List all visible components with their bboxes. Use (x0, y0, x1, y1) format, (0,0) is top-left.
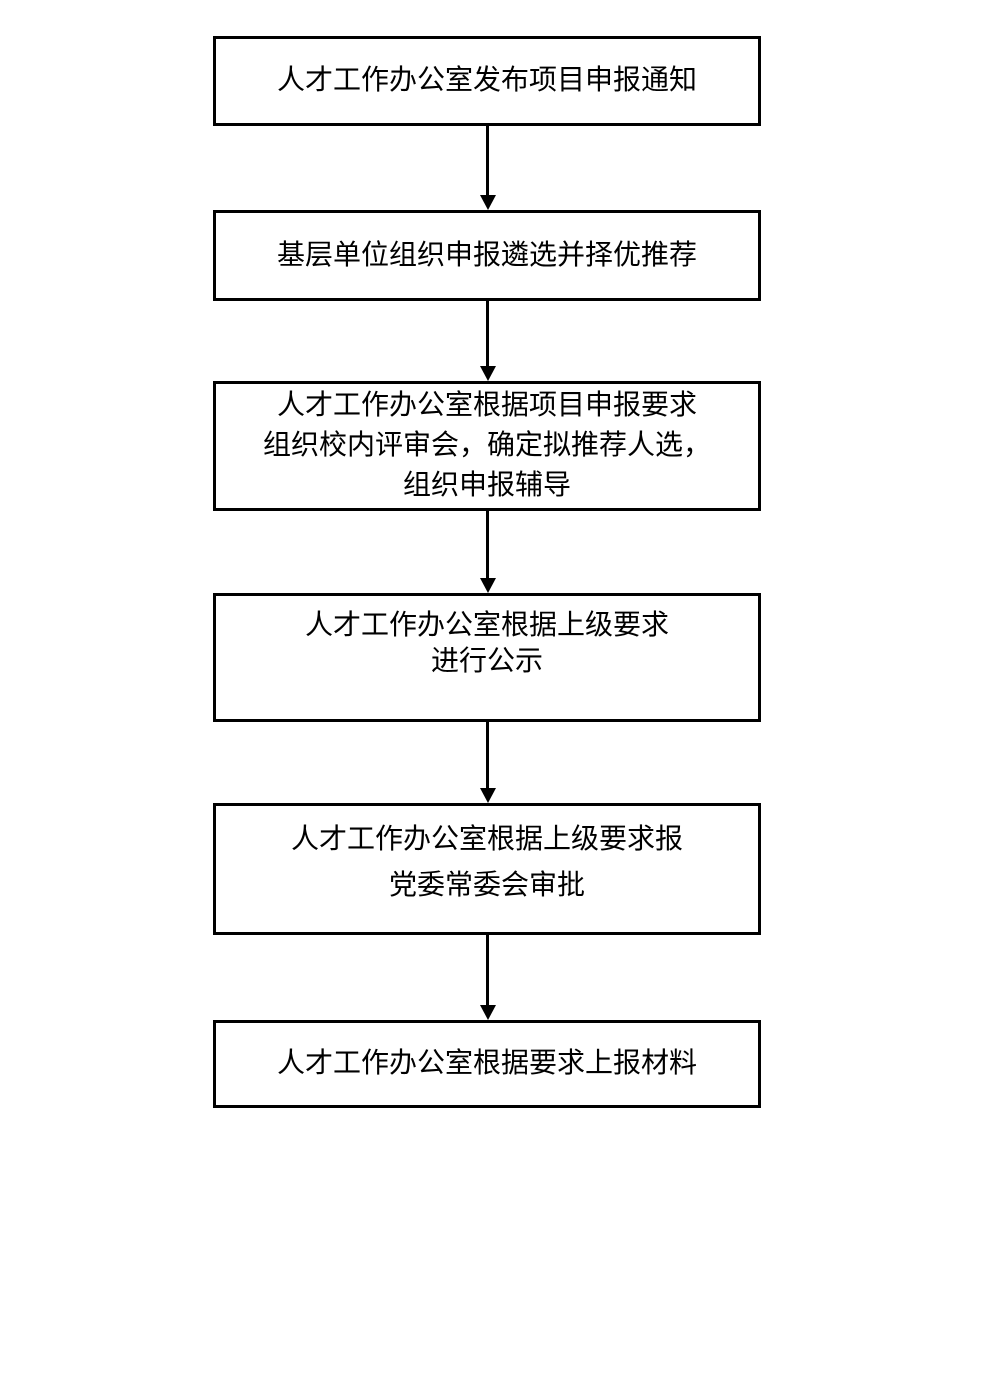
down-arrow-icon (479, 935, 496, 1020)
down-arrow-icon (479, 301, 496, 381)
arrow-shaft (486, 722, 489, 788)
arrow-shaft (486, 126, 489, 195)
flow-node-text: 组织校内评审会，确定拟推荐人选， (262, 430, 711, 461)
arrow-head-icon (479, 366, 496, 381)
flow-node-step-5: 人才工作办公室根据上级要求报 党委常委会审批 (213, 803, 761, 935)
arrow-head-icon (479, 1005, 496, 1020)
flow-node-text: 人才工作办公室根据上级要求 (304, 610, 669, 641)
flow-node-text: 组织申报辅导 (402, 470, 571, 501)
down-arrow-icon (479, 511, 496, 593)
arrow-shaft (486, 301, 489, 366)
flow-node-step-1: 人才工作办公室发布项目申报通知 (213, 36, 761, 126)
flow-node-text: 党委常委会审批 (388, 870, 585, 901)
flow-node-text: 人才工作办公室发布项目申报通知 (276, 65, 697, 96)
down-arrow-icon (479, 126, 496, 210)
arrow-head-icon (479, 788, 496, 803)
flow-node-step-2: 基层单位组织申报遴选并择优推荐 (213, 210, 761, 301)
flow-node-step-6: 人才工作办公室根据要求上报材料 (213, 1020, 761, 1108)
arrow-head-icon (479, 578, 496, 593)
flow-node-text: 人才工作办公室根据项目申报要求 (276, 390, 697, 421)
flow-node-text: 进行公示 (430, 646, 543, 677)
flow-node-text: 人才工作办公室根据要求上报材料 (276, 1048, 697, 1079)
arrow-shaft (486, 935, 489, 1005)
flow-node-text: 基层单位组织申报遴选并择优推荐 (276, 239, 697, 271)
flow-node-step-3: 人才工作办公室根据项目申报要求 组织校内评审会，确定拟推荐人选， 组织申报辅导 (213, 381, 761, 511)
down-arrow-icon (479, 722, 496, 803)
flow-node-text: 人才工作办公室根据上级要求报 (290, 824, 683, 855)
arrow-shaft (486, 511, 489, 578)
arrow-head-icon (479, 195, 496, 210)
flow-node-step-4: 人才工作办公室根据上级要求 进行公示 (213, 593, 761, 722)
